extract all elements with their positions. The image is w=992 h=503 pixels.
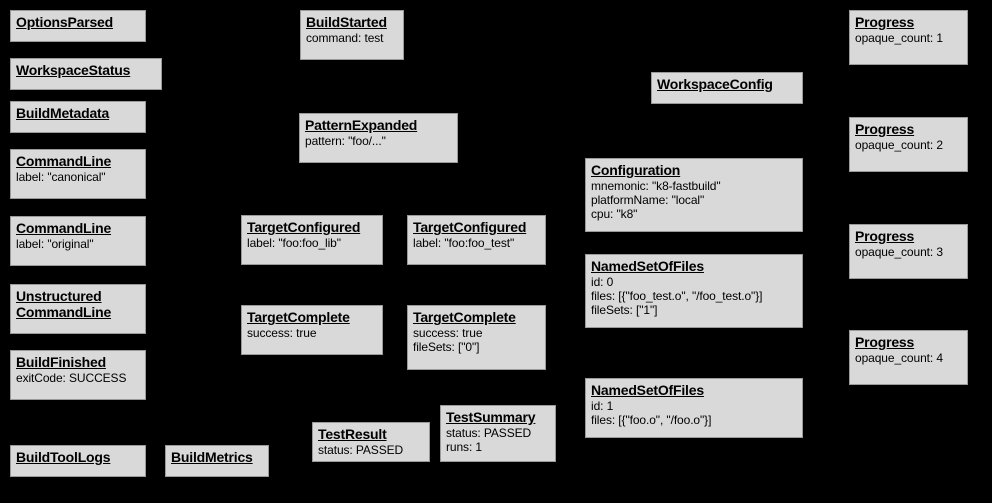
event-node-field: fileSets: ["1"] — [591, 303, 658, 317]
event-node-title: TargetConfigured — [247, 219, 361, 235]
event-node-field: id: 0 — [591, 275, 614, 289]
event-node-title: BuildMetrics — [171, 449, 253, 465]
event-node-title: CommandLine — [16, 153, 112, 169]
event-node-title: BuildStarted — [306, 14, 387, 30]
event-node-title: Configuration — [591, 162, 681, 178]
event-node-fields: opaque_count: 1 — [855, 31, 962, 45]
event-node-field: label: "foo:foo_lib" — [247, 236, 341, 250]
event-node-title: Progress — [855, 334, 915, 350]
event-node-field: label: "original" — [16, 237, 94, 251]
event-node-field: opaque_count: 1 — [855, 31, 943, 45]
event-node-field: status: PASSED — [318, 443, 404, 457]
event-node-title: CommandLine — [16, 220, 112, 236]
event-node-field: runs: 1 — [446, 440, 482, 454]
event-node-title: WorkspaceStatus — [16, 62, 131, 78]
event-node-fields: label: "original" — [16, 237, 140, 251]
event-node-fields: label: "foo:foo_lib" — [247, 236, 377, 250]
event-node-field: mnemonic: "k8-fastbuild" — [591, 179, 721, 193]
event-node-title: TargetComplete — [413, 309, 516, 325]
event-node-workspace-config[interactable]: WorkspaceConfig — [651, 72, 803, 104]
event-node-build-metadata[interactable]: BuildMetadata — [10, 101, 146, 133]
event-node-field: success: true — [247, 326, 317, 340]
event-node-title: TargetComplete — [247, 309, 350, 325]
event-node-workspace-status[interactable]: WorkspaceStatus — [10, 58, 162, 90]
event-node-fields: command: test — [306, 31, 398, 45]
event-node-title: BuildMetadata — [16, 105, 110, 121]
event-node-build-metrics[interactable]: BuildMetrics — [165, 445, 269, 477]
event-node-fields: pattern: "foo/..." — [305, 134, 452, 148]
event-node-fields: success: true — [247, 326, 377, 340]
event-node-title: BuildToolLogs — [16, 449, 111, 465]
event-node-title: TargetConfigured — [413, 219, 527, 235]
event-node-field: status: PASSED — [446, 426, 532, 440]
event-node-field: exitCode: SUCCESS — [16, 371, 127, 385]
event-node-title: NamedSetOfFiles — [591, 382, 704, 398]
event-node-field: opaque_count: 3 — [855, 245, 943, 259]
event-node-field: fileSets: ["0"] — [413, 340, 480, 354]
event-node-title: PatternExpanded — [305, 117, 418, 133]
event-node-title: Unstructured CommandLine — [16, 288, 112, 320]
event-node-title: TestSummary — [446, 409, 536, 425]
event-node-title: WorkspaceConfig — [657, 76, 773, 92]
event-node-field: success: true — [413, 326, 483, 340]
event-node-field: label: "canonical" — [16, 170, 106, 184]
event-node-unstructured-command-line[interactable]: Unstructured CommandLine — [10, 284, 146, 334]
event-node-options-parsed[interactable]: OptionsParsed — [10, 10, 146, 42]
event-node-title: BuildFinished — [16, 354, 106, 370]
event-node-title: Progress — [855, 14, 915, 30]
event-node-field: command: test — [306, 31, 384, 45]
event-node-fields: mnemonic: "k8-fastbuild"platformName: "l… — [591, 179, 797, 221]
event-node-fields: opaque_count: 4 — [855, 351, 962, 365]
event-node-fields: opaque_count: 2 — [855, 138, 962, 152]
event-node-field: opaque_count: 2 — [855, 138, 943, 152]
event-node-fields: status: PASSED — [318, 443, 424, 457]
event-node-field: cpu: "k8" — [591, 207, 638, 221]
event-node-title: Progress — [855, 228, 915, 244]
event-node-field: pattern: "foo/..." — [305, 134, 386, 148]
event-node-title: OptionsParsed — [16, 14, 113, 30]
event-node-title: NamedSetOfFiles — [591, 258, 704, 274]
event-node-title: Progress — [855, 121, 915, 137]
event-node-field: opaque_count: 4 — [855, 351, 943, 365]
event-node-field: platformName: "local" — [591, 193, 705, 207]
event-node-field: files: [{"foo_test.o", "/foo_test.o"}] — [591, 289, 763, 303]
event-node-field: label: "foo:foo_test" — [413, 236, 515, 250]
event-node-fields: label: "foo:foo_test" — [413, 236, 540, 250]
event-node-fields: opaque_count: 3 — [855, 245, 962, 259]
event-node-field: files: [{"foo.o", "/foo.o"}] — [591, 413, 712, 427]
event-node-field: id: 1 — [591, 399, 614, 413]
event-node-build-tool-logs[interactable]: BuildToolLogs — [10, 445, 146, 477]
event-node-title: TestResult — [318, 426, 387, 442]
event-node-fields: exitCode: SUCCESS — [16, 371, 140, 385]
event-node-fields: label: "canonical" — [16, 170, 140, 184]
